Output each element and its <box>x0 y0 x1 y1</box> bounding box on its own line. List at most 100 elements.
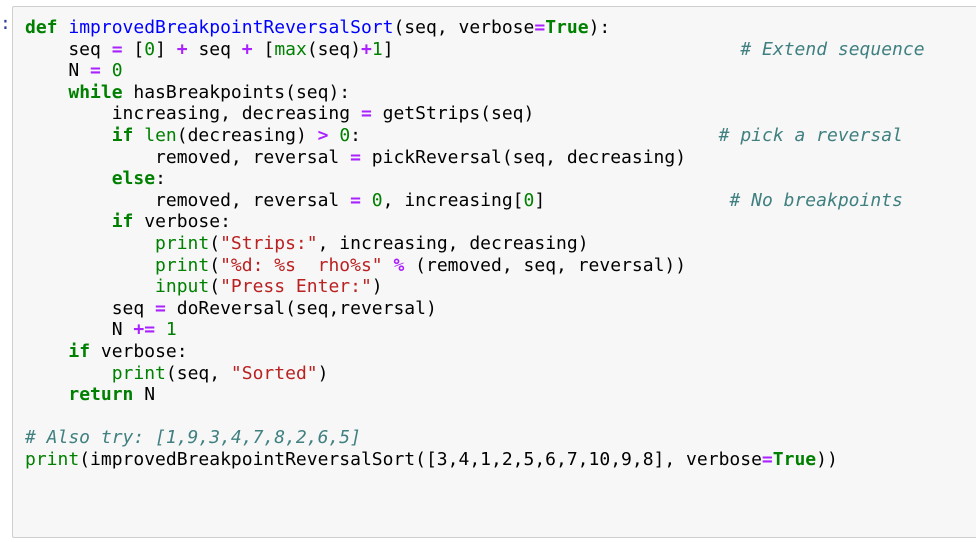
code-text <box>383 255 394 276</box>
code-text: , increasing, decreasing) <box>317 232 589 254</box>
code-editor[interactable]: def improvedBreakpointReversalSort(seq, … <box>13 7 976 470</box>
code-text: N <box>133 384 156 406</box>
comment-token: # Extend sequence <box>740 38 925 60</box>
code-text: )) <box>816 448 838 470</box>
code-text: ( <box>209 232 221 254</box>
operator-token: = <box>761 448 773 470</box>
operator-token: = <box>360 103 372 125</box>
operator-token: = <box>350 189 361 211</box>
code-text: getStrips(seq) <box>371 103 535 125</box>
code-line: N = 0 <box>25 60 976 82</box>
code-text: (seq, <box>165 362 231 384</box>
builtin-token: print <box>25 448 80 470</box>
code-text: ): <box>588 17 611 38</box>
code-line: removed, reversal = 0, increasing[0] # N… <box>25 190 976 212</box>
keyword-token: return <box>68 384 134 406</box>
code-text: increasing, decreasing <box>25 103 361 125</box>
keyword-token: while <box>68 81 123 103</box>
code-text <box>25 276 155 297</box>
operator-token: = <box>90 60 101 82</box>
code-text <box>155 319 166 340</box>
code-line: N += 1 <box>25 319 976 341</box>
code-line: ​ <box>25 406 976 428</box>
code-text <box>25 341 68 362</box>
code-line: if len(decreasing) > 0: # pick a reversa… <box>25 125 976 147</box>
number-token: 0 <box>111 60 123 82</box>
code-text: (seq, verbose <box>393 17 535 38</box>
number-token: 1 <box>165 319 177 341</box>
comment-token: # Also try: [1,9,3,4,7,8,2,6,5] <box>25 427 361 449</box>
operator-token: + <box>176 38 188 60</box>
code-text <box>25 363 112 384</box>
code-line: seq = [0] + seq + [max(seq)+1] # Extend … <box>25 39 976 61</box>
code-text: ( <box>209 276 221 298</box>
code-line: while hasBreakpoints(seq): <box>25 82 976 104</box>
code-text <box>25 384 68 405</box>
code-text: seq <box>187 38 242 60</box>
code-text <box>25 168 112 189</box>
code-text: , increasing[ <box>382 189 524 211</box>
function-name-token: improvedBreakpointReversalSort <box>68 17 394 38</box>
code-text <box>328 125 339 146</box>
code-line: print(improvedBreakpointReversalSort([3,… <box>25 449 976 471</box>
builtin-token: print <box>155 232 210 254</box>
keyword-token: if <box>111 124 134 146</box>
code-text <box>101 60 112 81</box>
code-text: : <box>350 124 719 146</box>
code-cell[interactable]: def improvedBreakpointReversalSort(seq, … <box>12 6 976 538</box>
operator-token: + <box>361 38 372 60</box>
operator-token: % <box>393 254 405 276</box>
code-line: print(seq, "Sorted") <box>25 363 976 385</box>
cell-prompt: : <box>0 13 11 34</box>
number-token: 0 <box>523 189 535 211</box>
code-line: print("%d: %s rho%s" % (removed, seq, re… <box>25 255 976 277</box>
string-token: "Press Enter:" <box>220 276 372 298</box>
code-text <box>25 233 155 254</box>
builtin-token: print <box>155 254 210 276</box>
code-text <box>25 211 112 232</box>
code-line: else: <box>25 168 976 190</box>
string-token: "Sorted" <box>230 362 318 384</box>
comment-token: # pick a reversal <box>718 124 903 146</box>
code-text: ) <box>317 362 329 384</box>
code-text: [ <box>122 38 145 60</box>
operator-token: = <box>111 38 123 60</box>
code-text: ] <box>382 38 741 60</box>
code-text: N <box>25 60 91 82</box>
keyword-token: def <box>25 17 58 38</box>
code-text: ) <box>371 276 383 298</box>
builtin-token: max <box>274 38 307 60</box>
code-text: seq <box>25 297 156 319</box>
number-token: 0 <box>339 124 351 146</box>
keyword-token: else <box>111 168 156 190</box>
comment-token: # No breakpoints <box>729 189 903 211</box>
code-text: hasBreakpoints(seq): <box>122 81 351 103</box>
code-text: removed, reversal <box>25 146 351 168</box>
code-line: increasing, decreasing = getStrips(seq) <box>25 103 976 125</box>
code-text: (improvedBreakpointReversalSort([3,4,1,2… <box>79 448 762 470</box>
code-line: def improvedBreakpointReversalSort(seq, … <box>25 17 976 39</box>
code-text: ( <box>209 254 221 276</box>
keyword-token: if <box>68 340 91 362</box>
code-text <box>25 255 155 276</box>
operator-token: = <box>350 146 361 168</box>
code-text: pickReversal(seq, decreasing) <box>360 146 687 168</box>
code-text: seq <box>25 38 112 60</box>
code-line: return N <box>25 384 976 406</box>
code-text: ] <box>534 189 730 211</box>
code-text: [ <box>252 38 275 60</box>
code-text <box>58 17 69 38</box>
number-token: 0 <box>144 38 156 60</box>
code-text: verbose: <box>90 340 188 362</box>
code-line: seq = doReversal(seq,reversal) <box>25 298 976 320</box>
code-text <box>133 125 144 146</box>
code-line: input("Press Enter:") <box>25 276 976 298</box>
operator-token: = <box>534 17 546 38</box>
keyword-token: if <box>111 211 134 233</box>
code-text: : <box>155 168 166 190</box>
operator-token: + <box>241 38 253 60</box>
code-text <box>361 190 372 211</box>
string-token: "Strips:" <box>220 232 318 254</box>
keyword-token: True <box>545 17 589 38</box>
code-line: removed, reversal = pickReversal(seq, de… <box>25 147 976 169</box>
